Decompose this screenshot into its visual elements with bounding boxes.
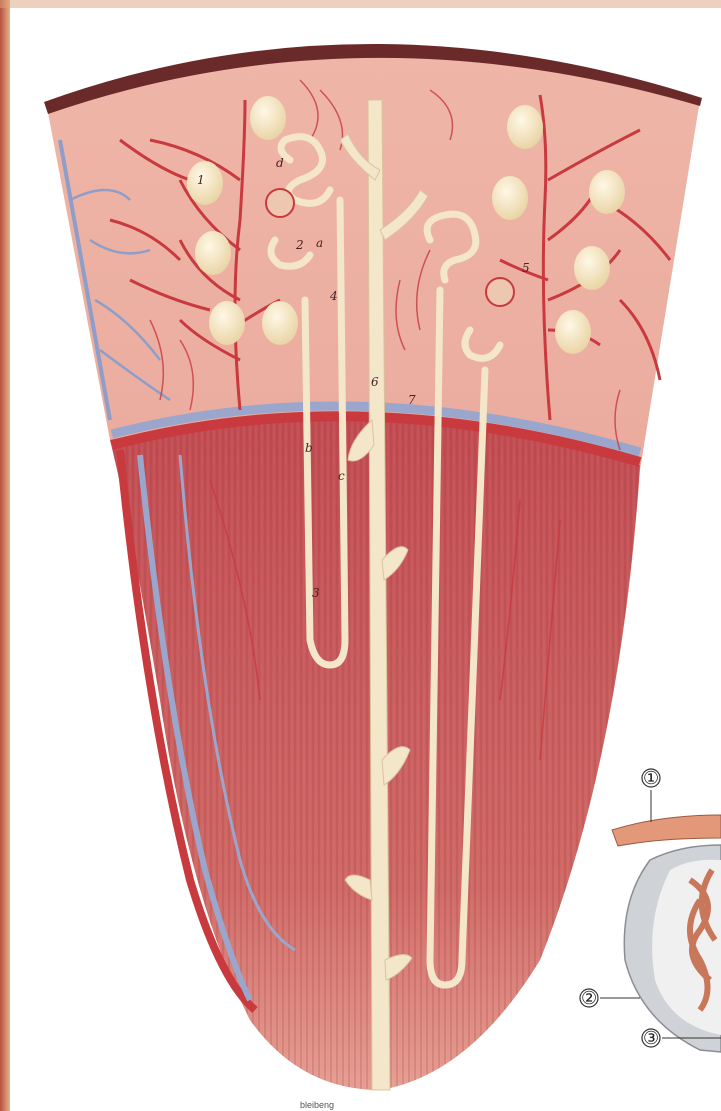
inset-glomerulus-drawing (580, 769, 721, 1052)
model-label: c (338, 470, 345, 482)
model-label: d (276, 157, 284, 169)
glomerulus (492, 176, 528, 220)
renal-corpuscle-section (266, 189, 294, 217)
glomerulus (589, 170, 625, 214)
figure-caption: bleibeng (300, 1100, 334, 1110)
glomerulus (250, 96, 286, 140)
glomerulus (507, 105, 543, 149)
inset-callout-2: ② (581, 989, 597, 1007)
model-label: 1 (197, 174, 205, 186)
model-label: b (305, 442, 313, 454)
glomerulus (209, 301, 245, 345)
glomerulus (187, 161, 223, 205)
model-label: a (316, 237, 323, 249)
model-label: 3 (312, 587, 320, 599)
model-label: 4 (330, 290, 338, 302)
model-label: 6 (371, 376, 379, 388)
model-label: 2 (296, 239, 304, 251)
model-label: 5 (522, 262, 530, 274)
top-edge-background (0, 0, 721, 8)
inset-callout-3: ③ (643, 1029, 659, 1047)
glomerulus (195, 231, 231, 275)
renal-corpuscle-section (486, 278, 514, 306)
glomerulus (262, 301, 298, 345)
afferent-arteriole-drawing (612, 815, 721, 846)
glomerulus (555, 310, 591, 354)
inset-callout-1: ① (643, 769, 659, 787)
model-label: 7 (408, 394, 416, 406)
left-edge-background (0, 0, 10, 1111)
glomerulus (574, 246, 610, 290)
